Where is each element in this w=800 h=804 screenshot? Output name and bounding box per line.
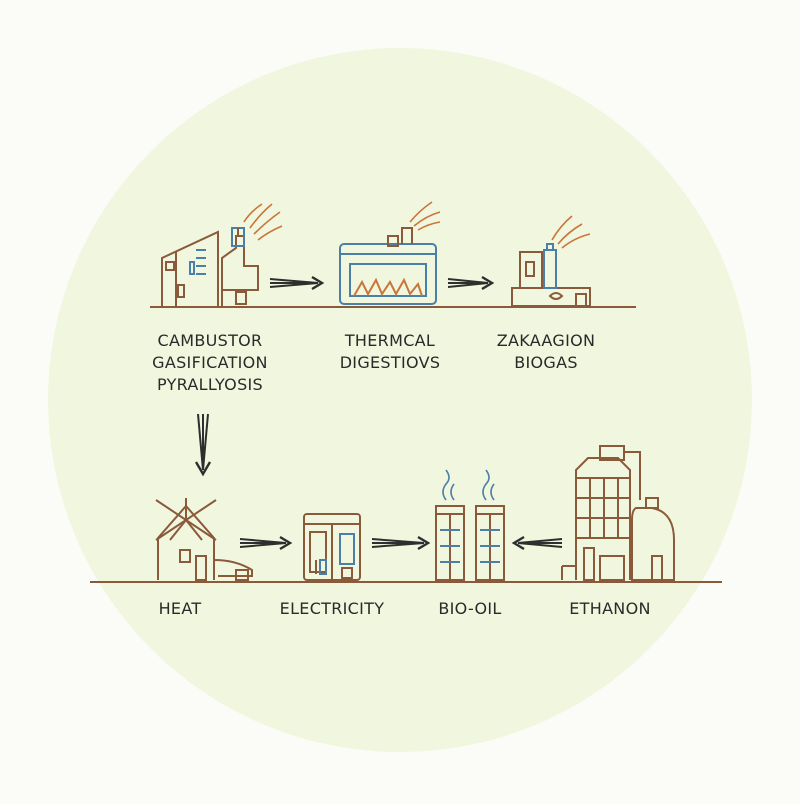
label-zakaagion: ZAKAAGION BIOGAS (476, 330, 616, 374)
label-combustor-line-3: PYRALLYOSIS (156, 375, 263, 394)
windmill-house-icon (155, 498, 253, 581)
arrow-ethanon-to-bio-oil (511, 535, 563, 551)
furnace-icon (339, 201, 441, 305)
distillery-icon (561, 445, 675, 581)
arrow-combustor-to-heat (194, 413, 212, 477)
arrow-heat-to-electricity (239, 535, 293, 551)
arrow-electricity-to-bio-oil (371, 535, 431, 551)
label-electricity: ELECTRICITY (279, 599, 385, 618)
label-thermal: THERMCAL DIGESTIOVS (320, 330, 460, 374)
label-combustor-line-1: CAMBUSTOR (157, 331, 263, 350)
label-combustor: CAMBUSTOR GASIFICATION PYRALLYOSIS (140, 330, 280, 396)
label-combustor-line-2: GASIFICATION (152, 353, 268, 372)
label-thermal-line-1: THERMCAL (344, 331, 436, 350)
power-cabinet-icon (303, 513, 361, 581)
arrow-combustor-to-thermal (269, 275, 325, 291)
label-ethanon: ETHANON (569, 599, 651, 618)
label-zakaagion-line-2: BIOGAS (514, 353, 578, 372)
label-thermal-line-2: DIGESTIOVS (339, 353, 441, 372)
background-circle (48, 48, 752, 752)
label-zakaagion-line-1: ZAKAAGION (496, 331, 596, 350)
twin-tower-icon (435, 469, 505, 581)
label-heat: HEAT (158, 599, 202, 618)
digester-icon (511, 215, 591, 307)
factory-icon (161, 203, 283, 306)
arrow-thermal-to-zakaagion (447, 275, 495, 291)
label-bio-oil: BIO-OIL (438, 599, 502, 618)
